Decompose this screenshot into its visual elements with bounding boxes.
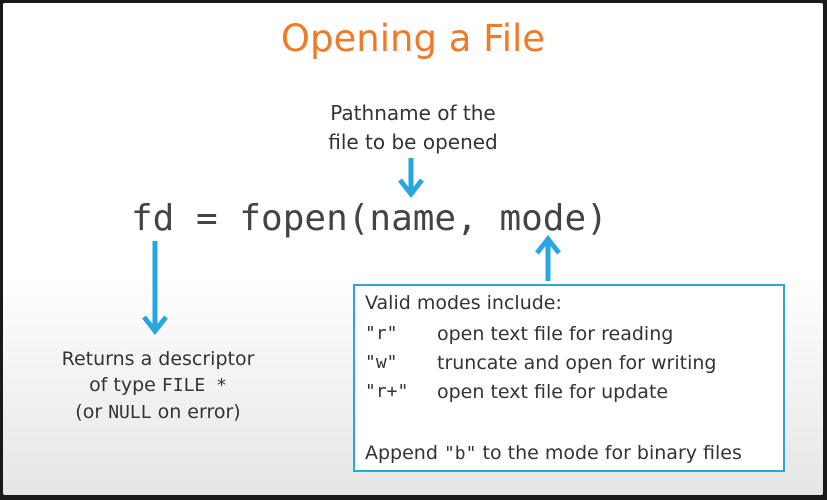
binary-mode-code: "b" (443, 443, 477, 464)
append-suffix: to the mode for binary files (476, 442, 742, 464)
returns-note: Returns a descriptor of type FILE * (or … (23, 346, 293, 426)
modes-heading: Valid modes include: (365, 292, 562, 314)
null-code: NULL (108, 402, 152, 423)
arrow-down-to-name-icon (398, 158, 424, 199)
valid-modes-box: Valid modes include: "r" open text file … (353, 284, 785, 472)
returns-note-line3: (or NULL on error) (23, 399, 293, 426)
arrow-up-to-mode-icon (535, 234, 561, 281)
pathname-note-line2: file to be opened (328, 130, 498, 154)
slide: Opening a File Pathname of the file to b… (3, 3, 823, 495)
arrows-layer (142, 158, 561, 336)
returns-note-line3-prefix: (or (75, 401, 109, 423)
mode-description: open text file for update (437, 381, 669, 403)
pathname-note: Pathname of the file to be opened (253, 99, 573, 157)
mode-code: "r" (365, 323, 398, 344)
returns-note-line1: Returns a descriptor (61, 348, 255, 370)
fopen-code-line: fd = fopen(name, mode) (131, 198, 608, 239)
mode-code: "r+" (365, 381, 409, 402)
append-prefix: Append (365, 442, 444, 464)
mode-code: "w" (365, 352, 398, 373)
returns-note-line3-suffix: on error) (151, 401, 241, 423)
binary-mode-note: Append "b" to the mode for binary files (365, 442, 742, 464)
slide-title: Opening a File (280, 17, 546, 60)
mode-description: open text file for reading (437, 323, 674, 345)
returns-note-line2: of type FILE * (23, 372, 293, 399)
arrow-down-from-fd-icon (142, 241, 168, 336)
mode-description: truncate and open for writing (437, 352, 717, 374)
pathname-note-line1: Pathname of the (330, 101, 496, 125)
returns-note-line2-text: of type (89, 374, 162, 396)
file-type-code: FILE * (161, 375, 227, 396)
